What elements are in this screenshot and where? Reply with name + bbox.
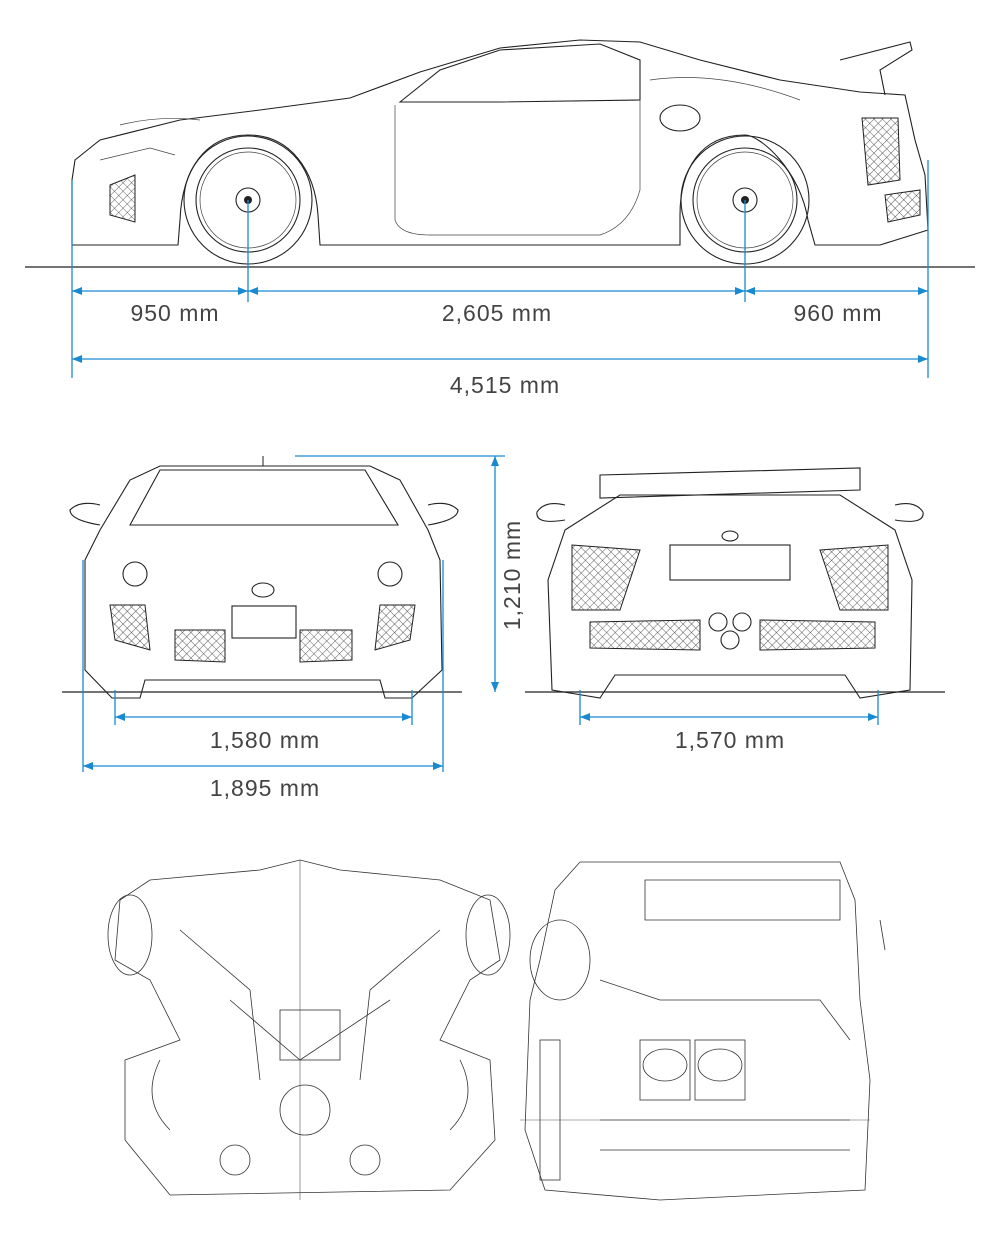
width-label: 1,895 mm — [210, 775, 320, 801]
length-label: 4,515 mm — [450, 372, 560, 398]
engine-front-section — [107, 859, 511, 1200]
engine-side-section — [520, 861, 886, 1201]
rear-track-label: 1,570 mm — [675, 727, 785, 753]
side-dimensions: 950 mm 2,605 mm 960 mm 4,515 mm — [71, 160, 929, 398]
wheelbase-label: 2,605 mm — [442, 300, 552, 326]
side-view — [25, 39, 975, 268]
front-track-label: 1,580 mm — [210, 727, 320, 753]
front-overhang-label: 950 mm — [130, 300, 219, 326]
front-view — [62, 456, 462, 699]
front-dimensions: 1,210 mm 1,580 mm 1,895 mm — [82, 455, 525, 801]
height-label: 1,210 mm — [499, 520, 525, 630]
rear-dimensions: 1,570 mm — [579, 690, 879, 753]
rear-view — [525, 467, 945, 699]
rear-overhang-label: 960 mm — [793, 300, 882, 326]
